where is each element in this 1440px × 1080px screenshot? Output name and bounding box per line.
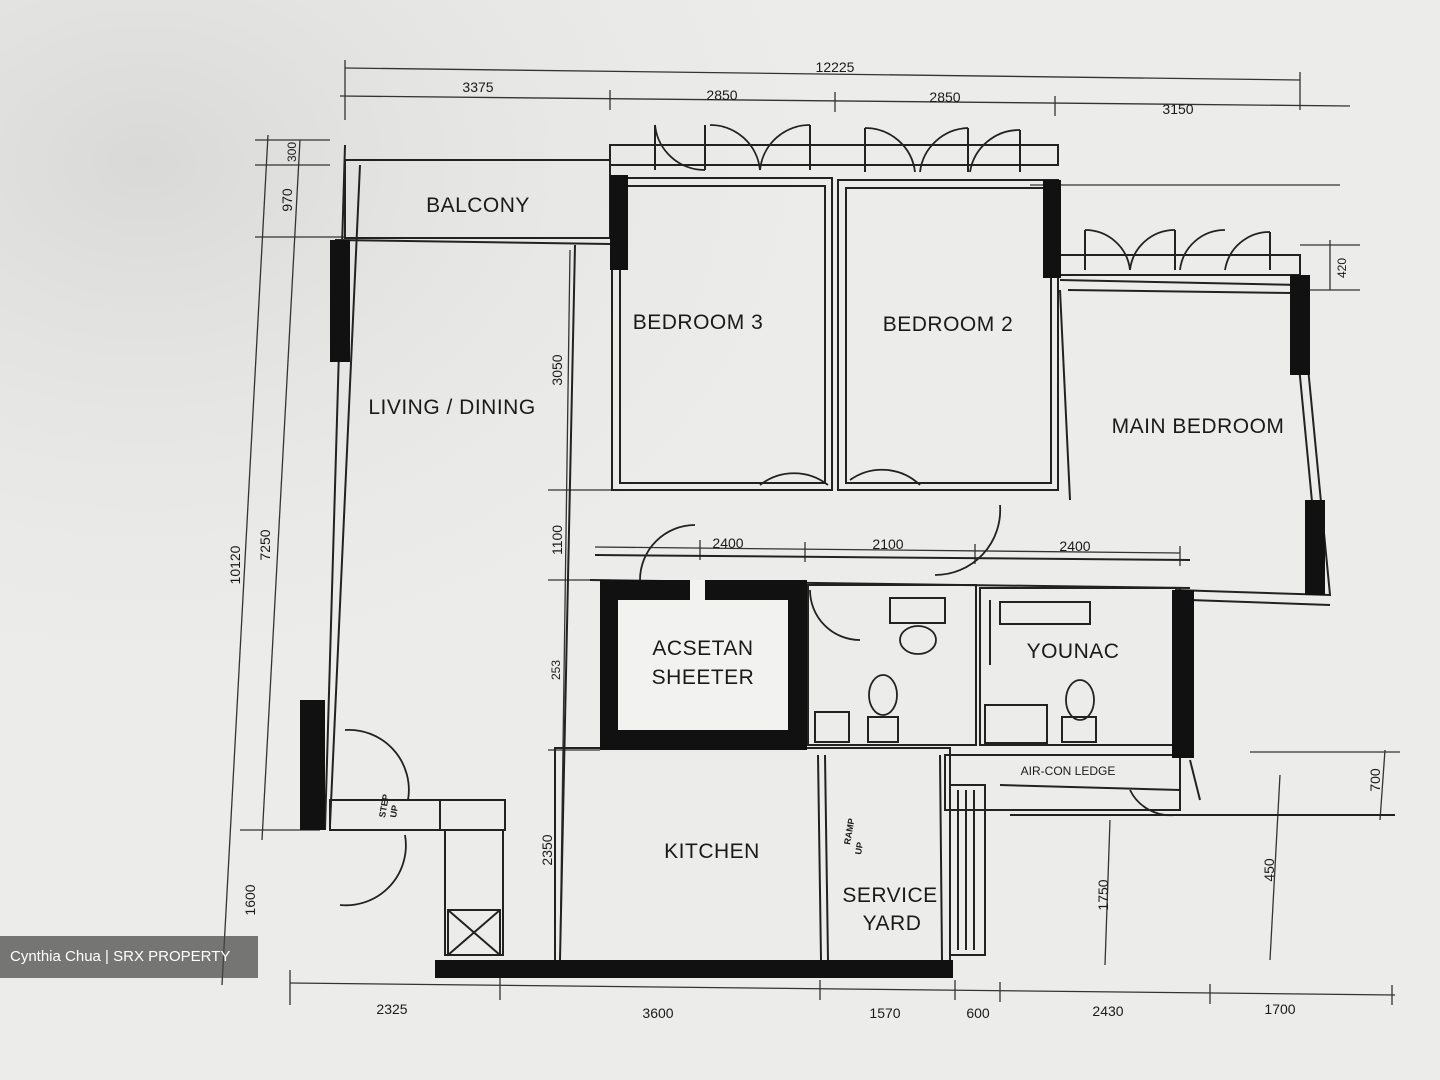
label-ramp-up-1: RAMP [842, 818, 856, 846]
dim-top-3: 2850 [929, 89, 960, 105]
dim-right-c: 450 [1261, 858, 1277, 882]
label-kitchen: KITCHEN [664, 840, 760, 863]
doors [339, 124, 1271, 907]
label-bedroom-2: BEDROOM 2 [883, 313, 1014, 336]
label-household-shelter-1: ACSETAN [652, 637, 753, 660]
dim-right-a: 420 [1335, 258, 1349, 278]
dim-overall-width: 12225 [816, 59, 855, 75]
label-balcony: BALCONY [426, 194, 530, 217]
label-main-bedroom: MAIN BEDROOM [1112, 415, 1285, 438]
dim-left-bottom: 1600 [242, 884, 258, 915]
structural-walls [300, 175, 1325, 978]
dim-mid-3: 2400 [1059, 538, 1090, 554]
label-step-up-2: UP [388, 804, 400, 818]
label-household-shelter-2: SHEETER [652, 666, 755, 689]
dim-top-1: 3375 [462, 79, 493, 95]
label-bath: YOUNAC [1027, 640, 1120, 663]
dim-bottom-5: 2430 [1092, 1003, 1123, 1019]
label-aircon-ledge: AIR-CON LEDGE [1021, 764, 1116, 778]
plan-outlines [324, 144, 1395, 964]
dim-bottom-2: 3600 [642, 1005, 673, 1021]
label-bedroom-3: BEDROOM 3 [633, 311, 764, 334]
dim-mid-1: 2400 [712, 535, 743, 551]
dim-left-inner: 7250 [257, 529, 273, 560]
dim-bottom-4: 600 [966, 1005, 990, 1021]
dim-left-total: 10120 [227, 545, 243, 584]
dim-left-top-b: 300 [285, 142, 299, 162]
dim-bottom-3: 1570 [869, 1005, 900, 1021]
window-mullions [654, 125, 1271, 270]
dim-living-c: 2350 [539, 834, 555, 865]
room-labels: BALCONY BEDROOM 3 BEDROOM 2 MAIN BEDROOM… [368, 194, 1284, 935]
dim-bottom-6: 1700 [1264, 1001, 1295, 1017]
dim-top-2: 2850 [706, 87, 737, 103]
dim-living-b: 1100 [549, 525, 565, 555]
dim-right-b: 700 [1367, 768, 1383, 792]
label-living-dining: LIVING / DINING [368, 396, 535, 419]
dimension-lines [221, 60, 1400, 1005]
shelter-interior [618, 600, 788, 730]
label-step-up-1: STEP [377, 793, 391, 818]
watermark: Cynthia Chua | SRX PROPERTY [0, 936, 258, 978]
dimension-labels: 12225 3375 2850 2850 3150 2400 2100 2400… [227, 59, 1383, 1021]
dim-left-top-a: 970 [279, 188, 295, 212]
dim-yard: 1750 [1095, 879, 1111, 910]
label-service-yard-1: SERVICE [842, 884, 937, 907]
dim-mid-2: 2100 [872, 536, 903, 552]
dim-shelter: 253 [549, 660, 563, 680]
label-ramp-up-2: UP [853, 841, 865, 855]
dim-top-4: 3150 [1162, 101, 1193, 117]
shelter-door-gap [690, 580, 705, 602]
dim-bottom-1: 2325 [376, 1001, 407, 1017]
dim-living-a: 3050 [549, 354, 565, 385]
label-service-yard-2: YARD [863, 912, 922, 935]
